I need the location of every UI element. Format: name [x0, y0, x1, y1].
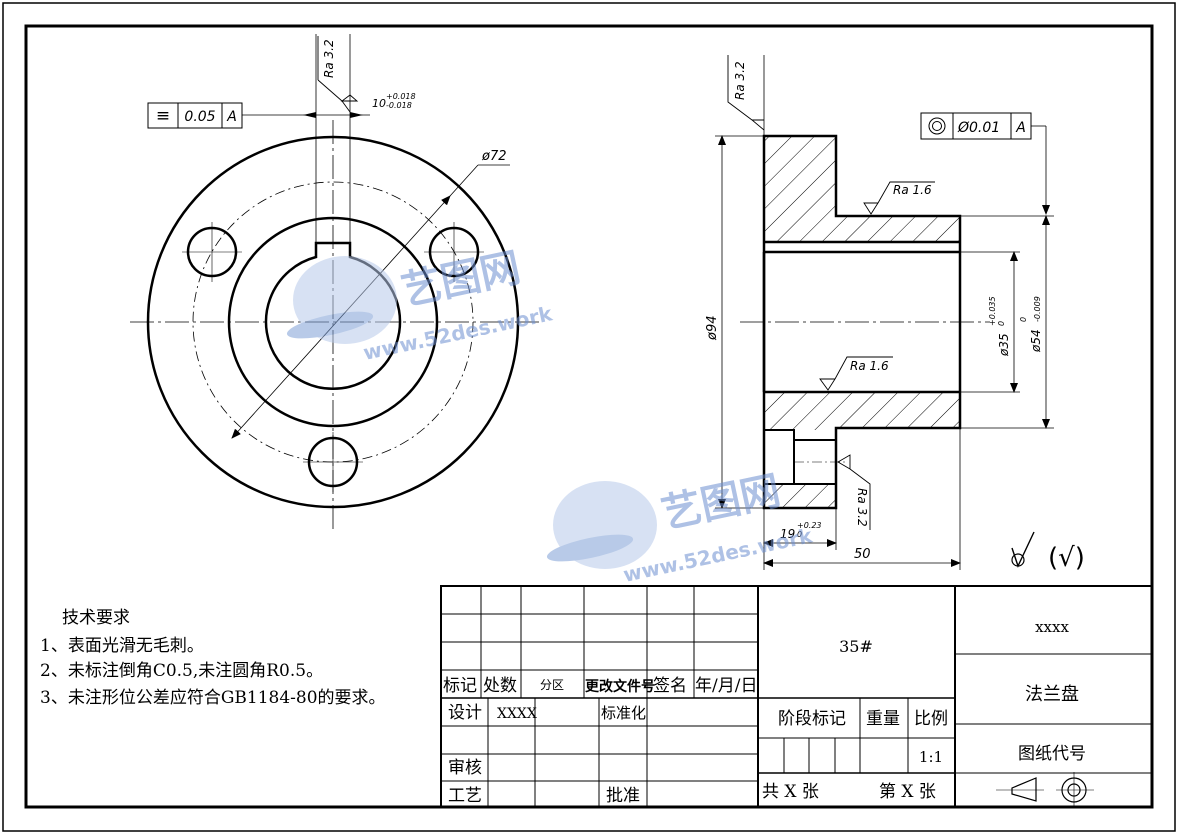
flatness-datum: A	[226, 109, 237, 125]
tb-scale-label: 比例	[914, 709, 948, 729]
flange-outer-circle	[146, 135, 520, 509]
hub-dev-upper: 0	[1019, 317, 1028, 322]
flatness-tolerance-frame: ≡ 0.05 A	[147, 102, 296, 129]
keyway-lower-dev: -0.018	[386, 101, 412, 110]
flange-dev-lower: 0	[797, 530, 802, 539]
concentricity-datum: A	[1015, 120, 1026, 136]
tb-part-name: 法兰盘	[1025, 684, 1079, 705]
tech-requirements: 技术要求 1、表面光滑无毛刺。 2、未标注倒角C0.5,未注圆角R0.5。 3、…	[40, 608, 386, 708]
flatness-symbol: ≡	[156, 106, 170, 126]
tech-req-item: 1、表面光滑无毛刺。	[40, 636, 204, 656]
bore-dia-label: ø35	[997, 333, 1011, 357]
title-block-text: 标记 处数 分区 更改文件号 签名 年/月/日 设计 XXXX 标准化 审核 工…	[443, 618, 1086, 806]
tb-standard-label: 标准化	[601, 704, 646, 722]
tech-req-title: 技术要求	[62, 608, 130, 628]
svg-text:Ra 3.2: Ra 3.2	[322, 39, 336, 78]
tb-material: 35#	[839, 637, 873, 656]
svg-text:艺图网: 艺图网	[658, 468, 785, 538]
tb-approve-label: 批准	[606, 786, 640, 806]
title-block	[440, 585, 1153, 808]
roughness-symbol-top: Ra 3.2	[727, 55, 765, 136]
general-roughness-label: (√)	[1048, 543, 1085, 573]
tb-scale: 1:1	[919, 748, 943, 766]
tb-company: xxxx	[1035, 618, 1069, 636]
tb-sheet-no: 第 X 张	[879, 782, 936, 802]
svg-text:Ra 1.6: Ra 1.6	[850, 359, 889, 373]
flange-thickness-label: 19	[780, 527, 795, 541]
roughness-symbol-hole: Ra 3.2	[837, 454, 871, 530]
watermark-2: 艺图网 www.52des.work	[546, 468, 815, 587]
tech-req-item: 3、未注形位公差应符合GB1184-80的要求。	[40, 688, 386, 708]
keyway-upper-dev: +0.018	[386, 92, 416, 101]
front-view: ≡ 0.05 A Ra 3.2 10 +0.018 -0.018 ø72	[130, 34, 540, 530]
hub-dia-label: ø54	[1029, 329, 1043, 353]
tb-review-label: 审核	[448, 758, 482, 778]
bore-dev-upper: +0.035	[988, 296, 997, 326]
tb-designer: XXXX	[497, 706, 537, 722]
svg-text:Ra 3.2: Ra 3.2	[733, 61, 747, 100]
svg-text:Ra 1.6: Ra 1.6	[893, 183, 932, 197]
tb-design-label: 设计	[448, 703, 482, 723]
flatness-value: 0.05	[184, 109, 215, 125]
tb-doc: 更改文件号	[585, 678, 655, 695]
tb-weight-label: 重量	[866, 709, 900, 729]
tb-total-sheets: 共 X 张	[762, 782, 819, 802]
projection-symbol-icon	[996, 772, 1094, 807]
length-label: 50	[854, 547, 871, 562]
tb-process-label: 工艺	[448, 786, 482, 806]
roughness-symbol-shoulder: Ra 1.6	[863, 181, 935, 215]
concentricity-tolerance-frame: Ø0.01 A	[920, 112, 1050, 215]
roughness-symbol-keyway: Ra 3.2	[317, 36, 359, 113]
tb-stage-label: 阶段标记	[778, 709, 846, 729]
svg-text:Ra 3.2: Ra 3.2	[855, 488, 869, 527]
general-roughness-mark: (√)	[1011, 531, 1085, 573]
tb-zone: 分区	[540, 678, 564, 692]
tb-sign: 签名	[653, 676, 687, 696]
pcd-dim-label: ø72	[481, 149, 507, 164]
section-view: ø94 ø35 +0.035 0 ø54 0 -0.009 Ø0.01 A	[705, 55, 1054, 570]
tech-req-item: 2、未标注倒角C0.5,未注圆角R0.5。	[40, 661, 323, 681]
concentricity-value: Ø0.01	[957, 120, 1000, 136]
pitch-circle	[192, 181, 474, 463]
tb-count: 处数	[483, 676, 517, 696]
svg-text:艺图网: 艺图网	[398, 245, 525, 315]
roughness-symbol-bore: Ra 1.6	[819, 356, 893, 391]
tb-mark: 标记	[443, 676, 477, 696]
outer-dia-label: ø94	[705, 316, 720, 342]
bore-dev-lower: 0	[997, 321, 1006, 326]
tb-drawing-no-label: 图纸代号	[1018, 744, 1086, 764]
hub-dev-lower: -0.009	[1033, 296, 1042, 322]
keyway-width-dim: 10	[372, 97, 386, 110]
tb-date: 年/月/日	[695, 676, 757, 696]
flange-dev-upper: +0.23	[797, 521, 822, 530]
